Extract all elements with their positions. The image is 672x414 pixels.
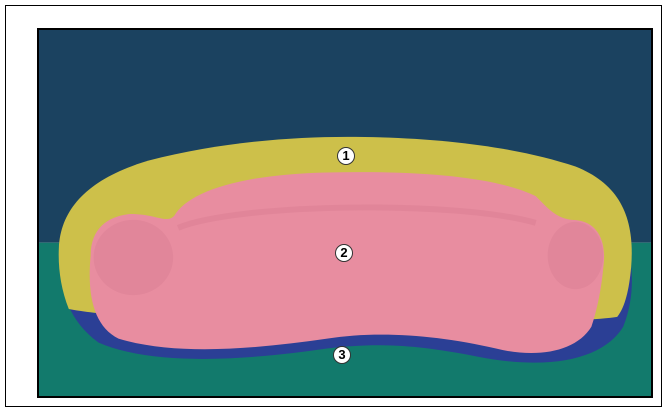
zone-2-marker: 2: [335, 244, 353, 262]
zone-1-marker: 1: [337, 147, 355, 165]
right-bulge-shade: [548, 222, 604, 289]
zone-3-marker: 3: [333, 346, 351, 364]
left-bulge-shade: [94, 220, 173, 295]
impression-photo: [37, 28, 653, 398]
